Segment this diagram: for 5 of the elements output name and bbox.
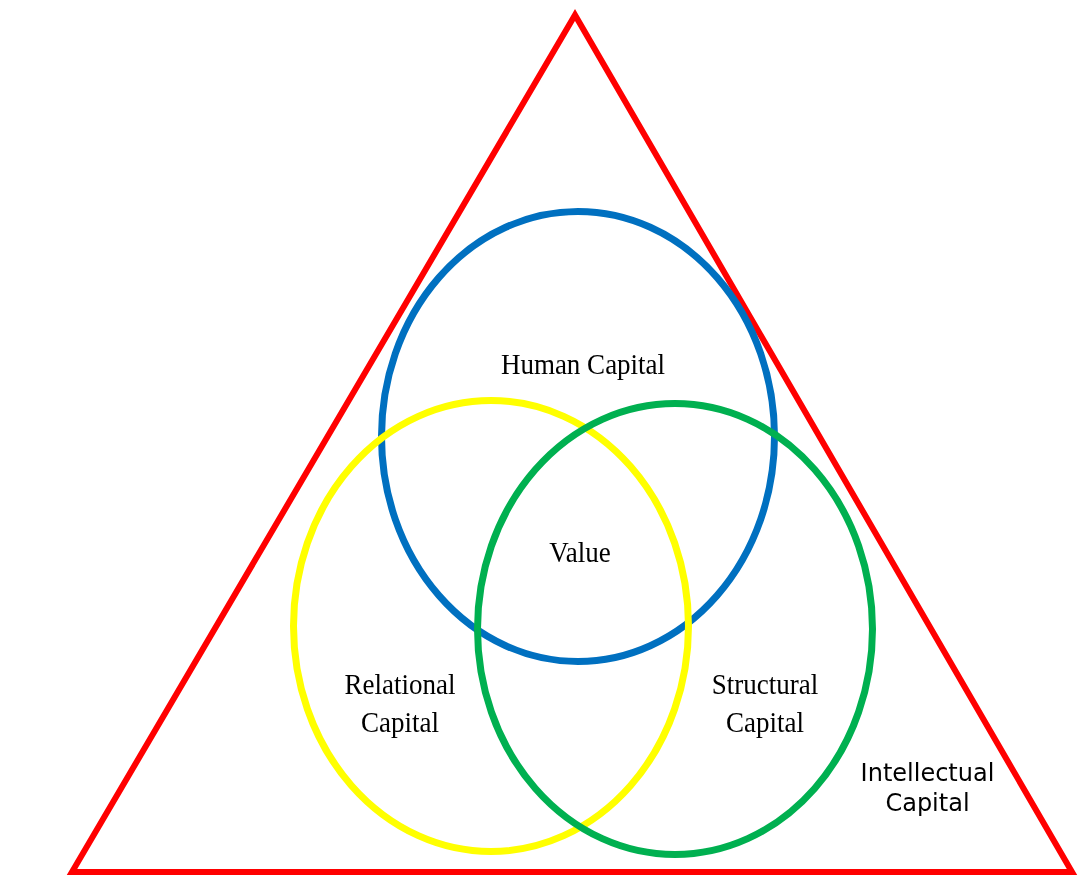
circle-label: Relational Capital xyxy=(343,666,457,740)
circle-label: Structural Capital xyxy=(710,666,820,740)
triangle-label: Intellectual Capital xyxy=(859,758,996,818)
circle-label: Human Capital xyxy=(499,346,667,382)
center-label: Value xyxy=(548,534,612,570)
